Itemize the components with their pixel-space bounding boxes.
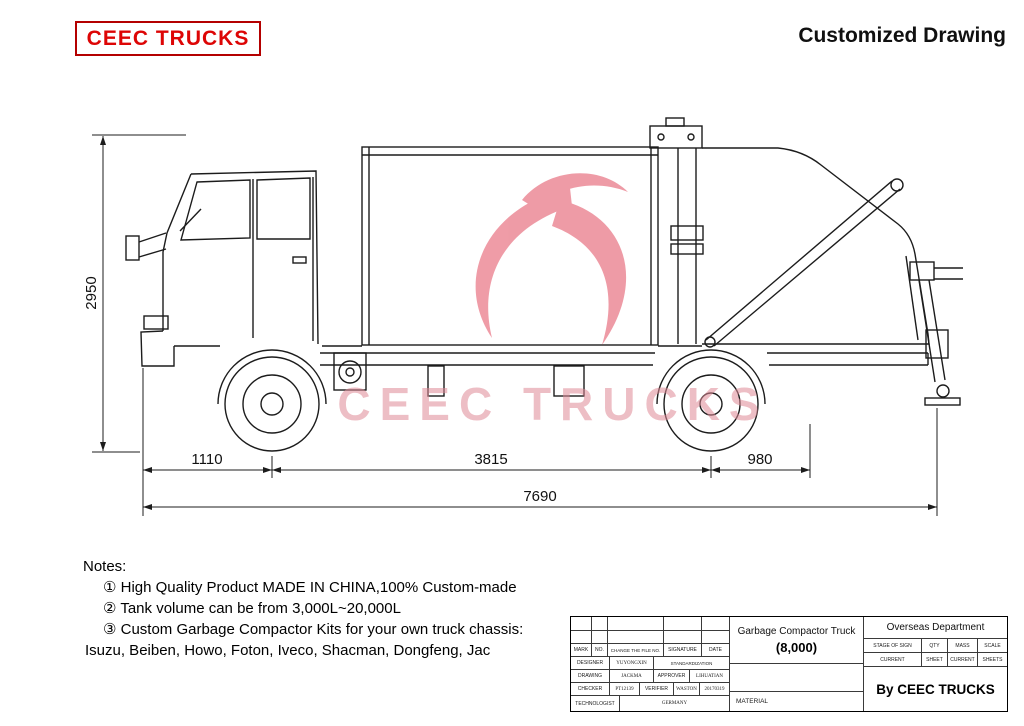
tb-header-change-file: CHANGE THE FILE NO.: [607, 643, 663, 656]
truck-side-view: [125, 117, 963, 452]
tb-verifier-label: VERIFIER: [639, 682, 673, 695]
dim-overall-length: 7690: [523, 488, 556, 505]
tb-empty: [663, 630, 701, 643]
dim-front-overhang: 1110: [191, 451, 222, 468]
tb-drawing-value: JACKMA: [609, 669, 653, 682]
tb-material-label: MATERIAL: [729, 691, 863, 711]
tb-header-date: DATE: [701, 643, 729, 656]
tb-drawing-label: DRAWING: [571, 669, 609, 682]
ceec-logo-box: CEEC TRUCKS: [75, 21, 261, 56]
tb-empty: [607, 630, 663, 643]
tb-qty-label: QTY: [921, 638, 947, 652]
tb-designer-label: DESIGNER: [571, 656, 609, 669]
notes-heading: Notes:: [83, 558, 127, 575]
tb-approver-value: LIHUATIAN: [689, 669, 729, 682]
tb-technologist-label: TECHNOLOGIST: [571, 695, 619, 711]
page-title: Customized Drawing: [798, 24, 1006, 47]
dimension-labels: 2950 1110 3815 980 7690: [83, 276, 773, 505]
tb-standardization-label: STANDARDIZATION: [653, 656, 729, 669]
dim-wheelbase: 3815: [474, 451, 507, 468]
tb-verifier-value: WASTON: [673, 682, 699, 695]
tb-empty: [663, 617, 701, 630]
ceec-logo-text: CEEC TRUCKS: [86, 26, 250, 50]
tb-department: Overseas Department: [863, 617, 1007, 638]
tb-scale-label: SCALE: [977, 638, 1007, 652]
tb-empty: [701, 617, 729, 630]
tb-stage-label: STAGE OF SIGN: [863, 638, 921, 652]
tb-empty: [607, 617, 663, 630]
dimension-lines: [92, 134, 938, 516]
tb-current2-label: CURRENT: [947, 652, 977, 666]
note-item-4: Isuzu, Beiben, Howo, Foton, Iveco, Shacm…: [85, 642, 491, 659]
note-item-1: ① High Quality Product MADE IN CHINA,100…: [103, 579, 517, 596]
tb-empty: [591, 630, 607, 643]
tb-product-cell: Garbage Compactor Truck (8,000): [729, 617, 863, 663]
front-wheel: [224, 356, 320, 452]
tb-header-signature: SIGNATURE: [663, 643, 701, 656]
tb-empty: [571, 617, 591, 630]
tb-date-value: 20170319: [699, 682, 729, 695]
dim-overall-height: 2950: [83, 276, 100, 309]
dim-rear-overhang: 980: [747, 451, 772, 468]
tb-designer-value: YUYONGXIN: [609, 656, 653, 669]
note-item-3: ③ Custom Garbage Compactor Kits for your…: [103, 621, 524, 638]
chassis-frame: [320, 345, 929, 397]
dimension-arrows: [100, 136, 937, 510]
compactor-body: [361, 146, 659, 346]
note-item-2: ② Tank volume can be from 3,000L~20,000L: [103, 600, 401, 617]
tb-empty: [701, 630, 729, 643]
mirror-icon: [125, 235, 140, 261]
tb-mass-label: MASS: [947, 638, 977, 652]
rear-wheel: [656, 349, 766, 452]
tb-checker-label: CHECKER: [571, 682, 609, 695]
tb-product-name: Garbage Compactor Truck: [737, 625, 856, 637]
tb-empty: [571, 630, 591, 643]
tb-by-ceec-trucks: By CEEC TRUCKS: [863, 666, 1007, 711]
tb-empty: [729, 663, 863, 691]
tb-sheets-label: SHEETS: [977, 652, 1007, 666]
tb-sheet-label: SHEET: [921, 652, 947, 666]
tb-current-label: CURRENT: [863, 652, 921, 666]
tb-checker-value: PT12139: [609, 682, 639, 695]
watermark-logo-icon: [475, 173, 628, 345]
notes-section: Notes: ① High Quality Product MADE IN CH…: [83, 556, 523, 661]
tb-approver-label: APPROVER: [653, 669, 689, 682]
title-block: MARK NO. CHANGE THE FILE NO. SIGNATURE D…: [570, 616, 1008, 712]
watermark-text: CEEC TRUCKS: [337, 378, 768, 430]
tb-header-mark: MARK: [571, 643, 591, 656]
tb-empty: [591, 617, 607, 630]
tb-header-no: NO.: [591, 643, 607, 656]
truck-cab: [125, 170, 362, 405]
tb-product-capacity: (8,000): [775, 639, 818, 655]
tb-technologist-value: GERMANY: [619, 695, 729, 711]
rear-loader-mechanism: [649, 117, 963, 406]
